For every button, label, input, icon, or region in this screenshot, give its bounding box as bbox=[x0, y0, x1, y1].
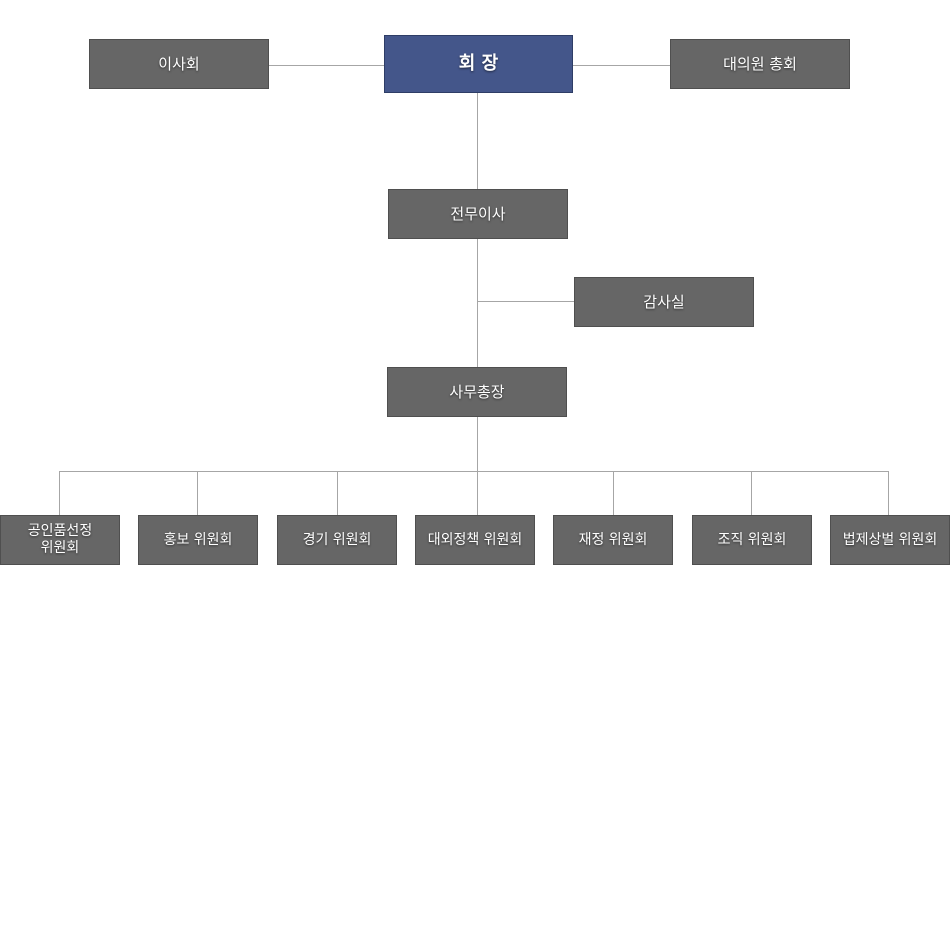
connector-committee-drop-1 bbox=[59, 471, 60, 516]
connector-board-chairman bbox=[268, 65, 385, 66]
connector-audit-branch bbox=[477, 301, 575, 302]
committee-box[interactable]: 공인품선정 위원회 bbox=[0, 515, 120, 565]
audit-office-box[interactable]: 감사실 bbox=[574, 277, 754, 327]
connector-committee-drop-5 bbox=[613, 471, 614, 516]
committee-box[interactable]: 법제상벌 위원회 bbox=[830, 515, 950, 565]
general-assembly-label: 대의원 총회 bbox=[723, 55, 797, 73]
committee-label: 홍보 위원회 bbox=[163, 531, 233, 548]
chairman-label: 회 장 bbox=[458, 53, 499, 74]
connector-chairman-executive bbox=[477, 92, 478, 190]
committee-box[interactable]: 대외정책 위원회 bbox=[415, 515, 535, 565]
committee-label: 조직 위원회 bbox=[717, 531, 787, 548]
committee-box[interactable]: 재정 위원회 bbox=[553, 515, 673, 565]
audit-office-label: 감사실 bbox=[643, 293, 685, 311]
executive-director-box[interactable]: 전무이사 bbox=[388, 189, 568, 239]
committee-label: 경기 위원회 bbox=[302, 531, 372, 548]
committee-label: 법제상벌 위원회 bbox=[842, 531, 938, 548]
committee-label: 공인품선정 위원회 bbox=[27, 523, 93, 556]
committee-box[interactable]: 홍보 위원회 bbox=[138, 515, 258, 565]
connector-chairman-assembly bbox=[572, 65, 671, 66]
committee-label: 대외정책 위원회 bbox=[427, 531, 523, 548]
connector-committee-drop-4 bbox=[477, 471, 478, 516]
committee-label: 재정 위원회 bbox=[578, 531, 648, 548]
connector-committee-bus bbox=[59, 471, 889, 472]
board-box[interactable]: 이사회 bbox=[89, 39, 269, 89]
connector-secretary-bus bbox=[477, 416, 478, 471]
connector-committee-drop-2 bbox=[197, 471, 198, 516]
connector-committee-drop-6 bbox=[751, 471, 752, 516]
connector-committee-drop-3 bbox=[337, 471, 338, 516]
committee-box[interactable]: 경기 위원회 bbox=[277, 515, 397, 565]
committee-box[interactable]: 조직 위원회 bbox=[692, 515, 812, 565]
board-label: 이사회 bbox=[158, 55, 200, 73]
secretary-general-label: 사무총장 bbox=[449, 383, 505, 401]
secretary-general-box[interactable]: 사무총장 bbox=[387, 367, 567, 417]
general-assembly-box[interactable]: 대의원 총회 bbox=[670, 39, 850, 89]
connector-committee-drop-7 bbox=[888, 471, 889, 516]
connector-executive-secretary bbox=[477, 238, 478, 368]
executive-director-label: 전무이사 bbox=[450, 205, 506, 223]
chairman-box[interactable]: 회 장 bbox=[384, 35, 573, 93]
